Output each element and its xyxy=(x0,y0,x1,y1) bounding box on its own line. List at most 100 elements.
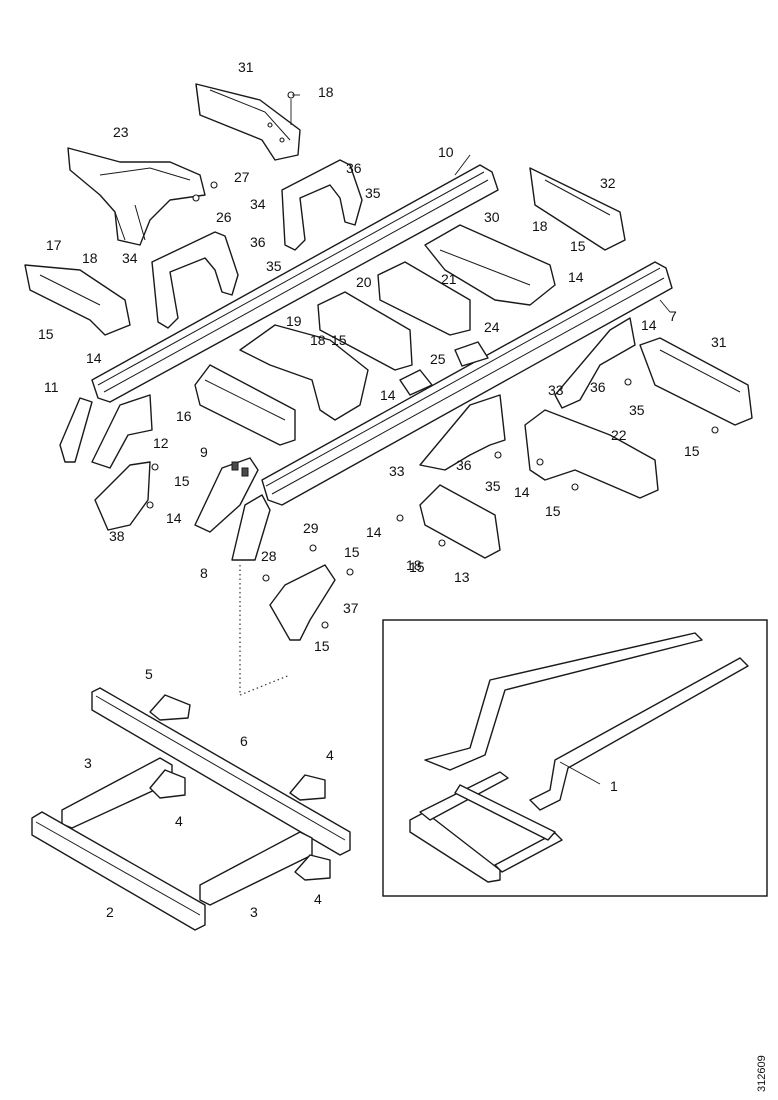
callout-3: 3 xyxy=(250,904,258,920)
part-11-plate xyxy=(59,397,93,463)
callout-4: 4 xyxy=(326,747,334,763)
part-31-top-bracket xyxy=(195,83,301,161)
callout-4: 4 xyxy=(314,891,322,907)
part-1-frame xyxy=(409,632,749,883)
callout-19: 19 xyxy=(286,313,302,329)
part-30-crossmember xyxy=(424,224,556,306)
callout-3: 3 xyxy=(84,755,92,771)
callout-15: 15 xyxy=(38,326,54,342)
part-4-bracket-c xyxy=(294,854,331,881)
callout-18: 18 xyxy=(406,557,422,573)
part-10-side-rail xyxy=(91,164,499,403)
part-4-bracket-b xyxy=(289,774,326,801)
callout-34: 34 xyxy=(250,196,266,212)
callout-33: 33 xyxy=(389,463,405,479)
callout-16: 16 xyxy=(176,408,192,424)
callout-7: 7 xyxy=(669,308,677,324)
callout-34: 34 xyxy=(122,250,138,266)
part-4-bracket-a xyxy=(149,769,186,799)
callout-14: 14 xyxy=(514,484,530,500)
callout-20: 20 xyxy=(356,274,372,290)
callout-12: 12 xyxy=(153,435,169,451)
callout-36: 36 xyxy=(250,234,266,250)
part-32-bracket xyxy=(529,167,626,251)
part-5-bracket xyxy=(149,694,191,721)
callouts: 1 2 3 3 4 4 4 5 6 7 8 9 10 11 12 13 14 1… xyxy=(38,59,727,920)
callout-15: 15 xyxy=(545,503,561,519)
callout-15: 15 xyxy=(314,638,330,654)
callout-9: 9 xyxy=(200,444,208,460)
part-31-right-bracket xyxy=(639,337,753,434)
leader-lines xyxy=(292,94,671,785)
callout-25: 25 xyxy=(430,351,446,367)
callout-14: 14 xyxy=(641,317,657,333)
callout-29: 29 xyxy=(303,520,319,536)
inset-border xyxy=(382,619,768,897)
callout-18: 18 xyxy=(532,218,548,234)
callout-38: 38 xyxy=(109,528,125,544)
callout-35: 35 xyxy=(266,258,282,274)
part-23-bracket xyxy=(67,147,218,246)
callout-5: 5 xyxy=(145,666,153,682)
part-8-plate xyxy=(231,494,271,561)
part-33-bracket-center xyxy=(419,394,506,471)
callout-2: 2 xyxy=(106,904,114,920)
callout-10: 10 xyxy=(438,144,454,160)
callout-17: 17 xyxy=(46,237,62,253)
fastener-18-top xyxy=(287,91,295,125)
callout-36: 36 xyxy=(456,457,472,473)
callout-6: 6 xyxy=(240,733,248,749)
callout-24: 24 xyxy=(484,319,500,335)
callout-33: 33 xyxy=(548,382,564,398)
callout-35: 35 xyxy=(485,478,501,494)
callout-32: 32 xyxy=(600,175,616,191)
part-24-plate xyxy=(454,341,489,367)
callout-31: 31 xyxy=(711,334,727,350)
part-9-plate xyxy=(194,457,259,533)
part-37-bracket xyxy=(262,544,354,641)
callout-18: 18 xyxy=(82,250,98,266)
part-19-bracket xyxy=(239,324,369,421)
callout-15: 15 xyxy=(570,238,586,254)
callout-28: 28 xyxy=(261,548,277,564)
callout-13: 13 xyxy=(454,569,470,585)
callout-14: 14 xyxy=(86,350,102,366)
callout-35: 35 xyxy=(365,185,381,201)
part-25-plate xyxy=(399,369,433,396)
callout-21: 21 xyxy=(441,271,457,287)
callout-22: 22 xyxy=(611,427,627,443)
callout-30: 30 xyxy=(484,209,500,225)
callout-37: 37 xyxy=(343,600,359,616)
callout-23: 23 xyxy=(113,124,129,140)
callout-14: 14 xyxy=(380,387,396,403)
inset-frame-view xyxy=(382,619,768,897)
callout-18: 18 xyxy=(318,84,334,100)
callout-27: 27 xyxy=(234,169,250,185)
part-6-crossmember xyxy=(91,687,351,856)
callout-15: 15 xyxy=(174,473,190,489)
callout-8: 8 xyxy=(200,565,208,581)
callout-15: 15 xyxy=(344,544,360,560)
dotted-assembly-line xyxy=(239,565,291,696)
callout-1: 1 xyxy=(610,778,618,794)
part-34-loop-bracket-left xyxy=(151,231,239,329)
callout-36: 36 xyxy=(590,379,606,395)
figure-reference-number: 312609 xyxy=(756,1055,768,1092)
part-17-bracket xyxy=(24,264,131,336)
part-34-loop-bracket-right xyxy=(281,159,363,251)
callout-14: 14 xyxy=(166,510,182,526)
part-38-bracket xyxy=(94,461,159,531)
callout-31: 31 xyxy=(238,59,254,75)
callout-15: 15 xyxy=(684,443,700,459)
part-2-side-member xyxy=(31,811,206,931)
part-21-crossmember xyxy=(377,261,471,336)
callout-4: 4 xyxy=(175,813,183,829)
callout-26: 26 xyxy=(216,209,232,225)
part-12-plate xyxy=(91,394,153,469)
callout-15: 15 xyxy=(409,559,425,575)
callout-18: 18 xyxy=(310,332,326,348)
part-33-bracket-right xyxy=(554,317,636,409)
part-22-bracket xyxy=(524,409,659,499)
part-13-bracket xyxy=(396,484,501,559)
